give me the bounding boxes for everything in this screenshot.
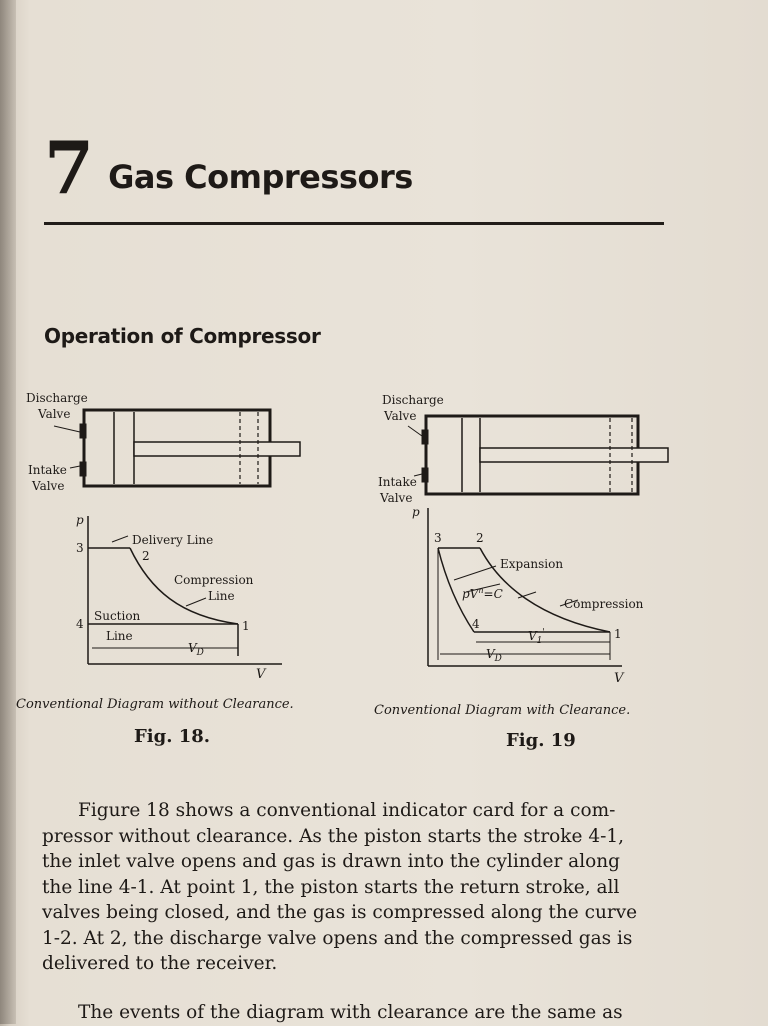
fig19-point-2: 2	[476, 531, 484, 545]
fig19-label: Fig. 19	[506, 730, 576, 751]
fig19-discharge-label: Discharge	[382, 393, 444, 407]
fig18-caption: Conventional Diagram without Clearance.	[16, 697, 294, 712]
fig19-compression-label: Compression	[564, 597, 644, 611]
fig19-vd-label: VD	[486, 647, 502, 664]
fig19-pv-axes	[427, 508, 622, 667]
fig18-suction-line-label: Line	[106, 629, 133, 643]
fig19-v1-label: V1'	[528, 628, 545, 646]
fig19-caption: Conventional Diagram with Clearance.	[374, 703, 631, 718]
fig19-expansion-label: Expansion	[500, 557, 563, 571]
fig18-compression-label: Compression	[174, 573, 254, 587]
fig18-pv-axes	[87, 516, 282, 665]
chapter-rule	[44, 222, 664, 225]
fig18-axis-v: V	[256, 667, 267, 680]
fig19-intake-valve-label: Valve	[379, 491, 412, 505]
paragraph-line: the line 4-1. At point 1, the piston sta…	[42, 876, 620, 898]
fig19-discharge-valve-label: Valve	[383, 409, 416, 423]
book-spine-shadow	[0, 0, 16, 1024]
chapter-title: Gas Compressors	[108, 158, 413, 196]
paragraph-line: delivered to the receiver.	[42, 953, 278, 974]
fig18-cylinder	[53, 408, 301, 488]
fig19-point-4: 4	[472, 617, 480, 631]
paragraph-figure-18: Figure 18 shows a conventional indicator…	[42, 798, 672, 977]
fig18-label: Fig. 18.	[134, 726, 211, 747]
fig18-compression-line-label: Line	[208, 589, 235, 603]
figure-19-diagram: Discharge Valve Intake Valve p V 3 2 4 1…	[378, 393, 669, 686]
fig18-intake-label: Intake	[28, 463, 67, 477]
paragraph-line: the inlet valve opens and gas is drawn i…	[42, 851, 621, 872]
paragraph-clearance: The events of the diagram with clearance…	[42, 1000, 672, 1026]
fig18-axis-p: p	[76, 513, 84, 527]
fig18-vd-label: VD	[188, 641, 204, 658]
fig19-axis-p: p	[412, 505, 420, 519]
fig18-suction-label: Suction	[94, 609, 141, 623]
fig18-point-4: 4	[76, 617, 84, 631]
paragraph-line: pressor without clearance. As the piston…	[42, 825, 625, 847]
fig19-intake-label: Intake	[378, 475, 417, 489]
fig18-point-1: 1	[242, 619, 250, 633]
fig18-point-3: 3	[76, 541, 84, 555]
fig19-point-1: 1	[614, 627, 622, 641]
paragraph-line: Figure 18 shows a conventional indicator…	[78, 800, 616, 821]
chapter-heading: 7 Gas Compressors	[44, 132, 413, 204]
figure-18-diagram: Discharge Valve Intake Valve p V 3 2 4 1…	[26, 391, 301, 680]
paragraph-line: valves being closed, and the gas is comp…	[42, 902, 638, 923]
fig19-cylinder	[407, 414, 669, 496]
fig19-pvc-label: pVn=C	[462, 586, 503, 601]
fig18-intake-valve-label: Valve	[31, 479, 64, 493]
paragraph-line: 1-2. At 2, the discharge valve opens and…	[42, 927, 633, 949]
fig18-discharge-label: Discharge	[26, 391, 88, 405]
fig19-point-3: 3	[434, 531, 442, 545]
section-title: Operation of Compressor	[44, 324, 321, 348]
paragraph-line: The events of the diagram with clearance…	[78, 1002, 623, 1023]
fig18-point-2: 2	[142, 549, 150, 563]
fig18-discharge-valve-label: Valve	[37, 407, 70, 421]
fig18-delivery-label: Delivery Line	[132, 533, 213, 547]
chapter-number: 7	[44, 125, 95, 210]
fig19-axis-v: V	[614, 671, 625, 686]
